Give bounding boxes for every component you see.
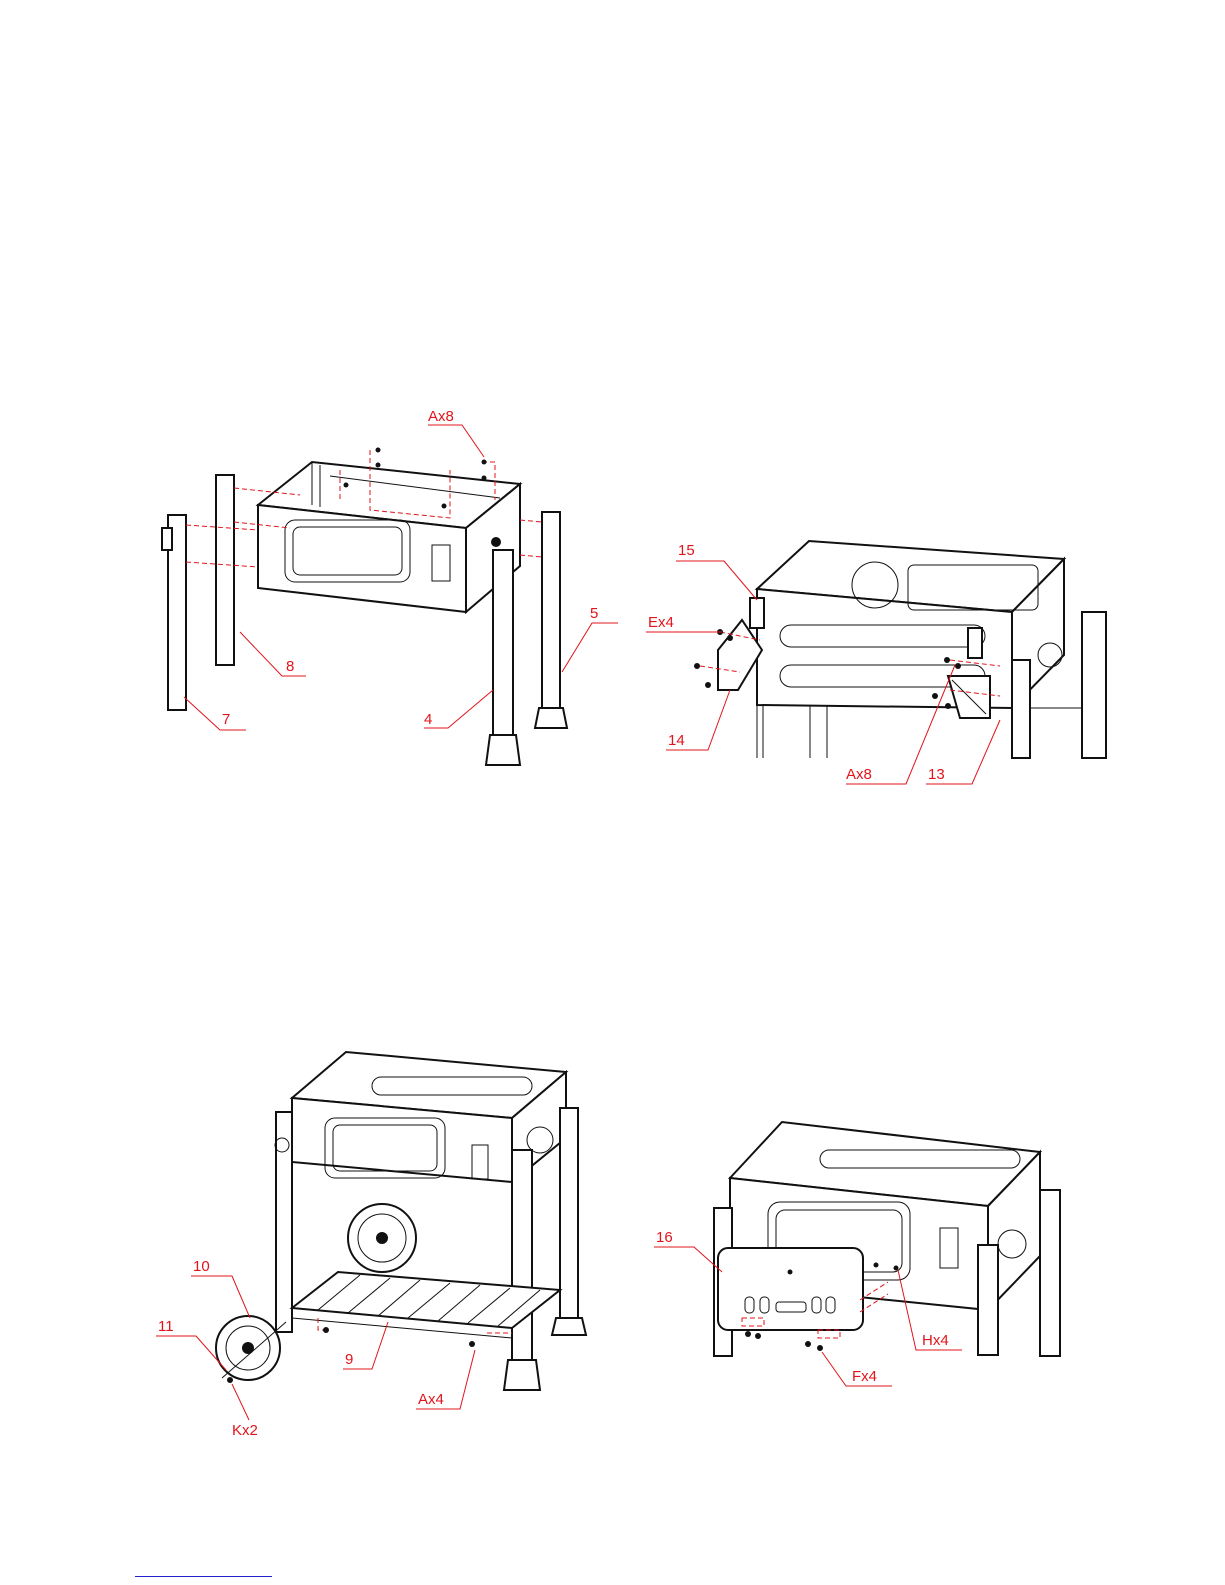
svg-text:13: 13 [928, 766, 945, 783]
svg-text:16: 16 [656, 1229, 673, 1246]
svg-text:Kx2: Kx2 [232, 1422, 258, 1439]
svg-text:Ax4: Ax4 [418, 1391, 444, 1408]
callout-shelf-9: 9 [343, 1322, 388, 1369]
leg-5 [535, 512, 567, 728]
leg-8 [216, 475, 234, 665]
svg-text:Ex4: Ex4 [648, 614, 674, 631]
callout-pins-k2: Kx2 [232, 1384, 258, 1439]
callout-leg-7: 7 [184, 697, 246, 730]
callout-screws-a4: Ax4 [416, 1350, 475, 1409]
firebox-body [258, 462, 520, 612]
svg-text:Ax8: Ax8 [846, 766, 872, 783]
step-1-diagram: Ax8 8 7 4 5 [162, 408, 618, 765]
svg-text:14: 14 [668, 732, 685, 749]
svg-text:5: 5 [590, 605, 598, 622]
callout-panel-16: 16 [654, 1229, 722, 1272]
svg-text:Hx4: Hx4 [922, 1332, 949, 1349]
callout-leg-8: 8 [240, 632, 306, 676]
svg-text:11: 11 [158, 1318, 174, 1335]
callout-leg-5: 5 [562, 605, 618, 672]
front-panel-16 [718, 1248, 863, 1330]
step-2-diagram: 15 Ex4 14 Ax8 13 [646, 541, 1106, 784]
callout-wheel-10: 10 [191, 1258, 250, 1318]
callout-nuts-f4: Fx4 [822, 1352, 892, 1386]
svg-text:Ax8: Ax8 [428, 408, 454, 425]
svg-text:15: 15 [678, 542, 695, 559]
svg-text:4: 4 [424, 711, 432, 728]
callout-bolts-e4: Ex4 [646, 614, 722, 632]
svg-text:8: 8 [286, 658, 294, 675]
callout-hook-15: 15 [676, 542, 757, 600]
callout-screws-a8: Ax8 [428, 408, 484, 457]
wheel-inside [348, 1204, 416, 1272]
callout-leg-4: 4 [424, 690, 493, 728]
step-4-diagram: 16 Hx4 Fx4 [654, 1122, 1060, 1386]
svg-text:10: 10 [193, 1258, 210, 1275]
svg-text:9: 9 [345, 1351, 353, 1368]
svg-text:7: 7 [222, 711, 230, 728]
callout-bracket-14: 14 [666, 690, 730, 750]
svg-text:Fx4: Fx4 [852, 1368, 877, 1385]
callout-bracket-13: 13 [926, 720, 1000, 784]
footer-rule [135, 1576, 272, 1577]
leg-7 [162, 515, 186, 710]
step-3-diagram: 10 11 9 Ax4 Kx2 [156, 1052, 586, 1439]
